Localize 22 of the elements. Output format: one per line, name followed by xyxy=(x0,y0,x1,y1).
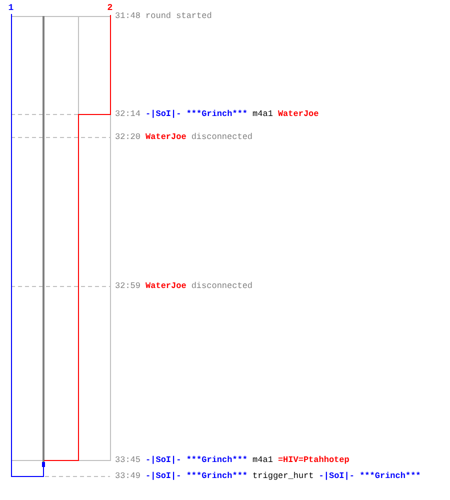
weapon-name: m4a1 xyxy=(252,455,273,465)
player-name: -|SoI|- ***Grinch*** xyxy=(146,471,248,481)
player-name: WaterJoe xyxy=(146,132,186,142)
player-name: WaterJoe xyxy=(146,281,186,291)
weapon-name: m4a1 xyxy=(252,109,273,119)
column-number: 2 xyxy=(107,3,113,13)
timestamp: 33:49 xyxy=(115,471,141,481)
column-number: 1 xyxy=(8,3,14,13)
timestamp: 32:59 xyxy=(115,281,141,291)
event-text: round started xyxy=(146,11,212,21)
player-name: -|SoI|- ***Grinch*** xyxy=(146,109,248,119)
timestamp: 32:14 xyxy=(115,109,141,119)
timestamp: 33:45 xyxy=(115,455,141,465)
event-text: disconnected xyxy=(191,281,253,291)
event-text: disconnected xyxy=(191,132,253,142)
timestamp: 31:48 xyxy=(115,11,141,21)
weapon-name: trigger_hurt xyxy=(252,471,314,481)
player-name: =HIV=Ptahhotep xyxy=(278,455,350,465)
player-name: -|SoI|- ***Grinch*** xyxy=(146,455,248,465)
timestamp: 32:20 xyxy=(115,132,141,142)
player-name: WaterJoe xyxy=(278,109,319,119)
player-name: -|SoI|- ***Grinch*** xyxy=(318,471,421,481)
